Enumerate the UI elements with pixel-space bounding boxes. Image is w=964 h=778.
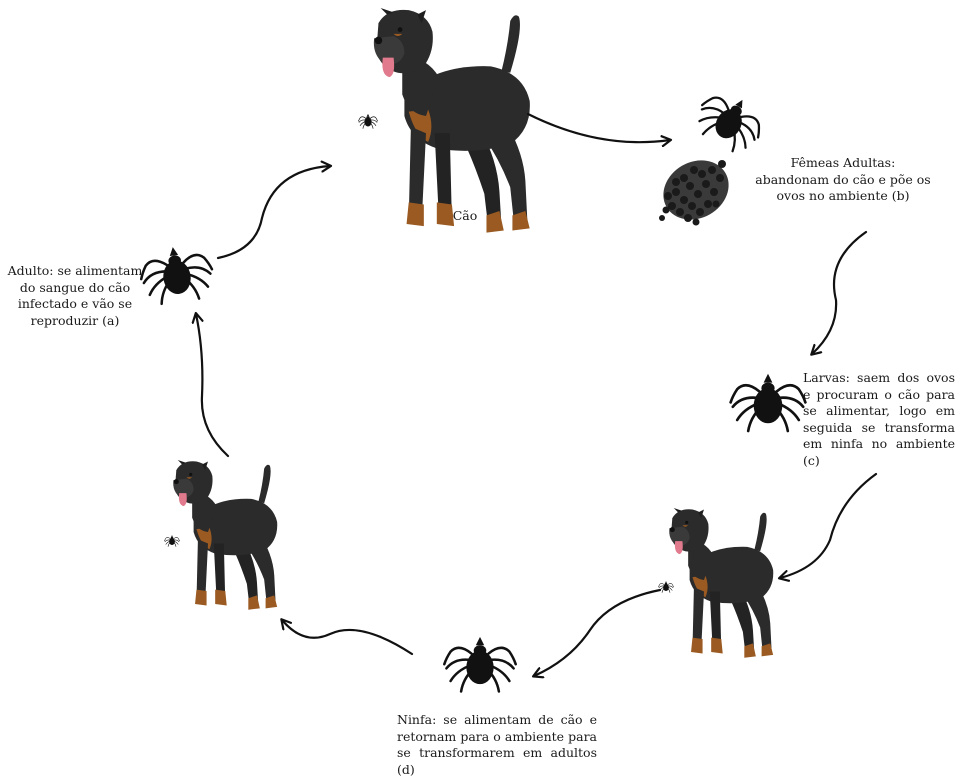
nymph-label: Ninfa: se alimentam de cão e retornam pa… — [397, 712, 597, 778]
arrow-icon — [528, 114, 670, 142]
arrow-icon — [534, 590, 660, 676]
dog-illustration-right — [669, 508, 773, 658]
arrow-icon — [196, 314, 228, 456]
dog-illustration-left — [173, 460, 277, 610]
larvae-label: Larvas: saem dos ovos e procuram o cão p… — [803, 370, 955, 469]
females-label: Fêmeas Adultas: abandonam do cão e põe o… — [752, 155, 934, 205]
dog-label: Cão — [440, 208, 490, 225]
tick-on-dog-icon — [659, 581, 674, 592]
arrow-icon — [812, 232, 866, 354]
nymph-tick-icon — [444, 637, 515, 692]
arrow-icon — [282, 620, 412, 654]
egg-cluster-icon — [653, 149, 740, 231]
tick-on-dog-icon — [165, 535, 180, 546]
tick-icon — [690, 84, 771, 159]
dog-illustration — [374, 8, 530, 233]
larva-tick-icon — [731, 374, 806, 431]
tick-on-dog-icon — [358, 114, 377, 129]
adult-label: Adulto: se alimentam do sangue do cão in… — [0, 263, 150, 329]
arrow-icon — [780, 474, 876, 578]
arrow-icon — [218, 166, 330, 258]
